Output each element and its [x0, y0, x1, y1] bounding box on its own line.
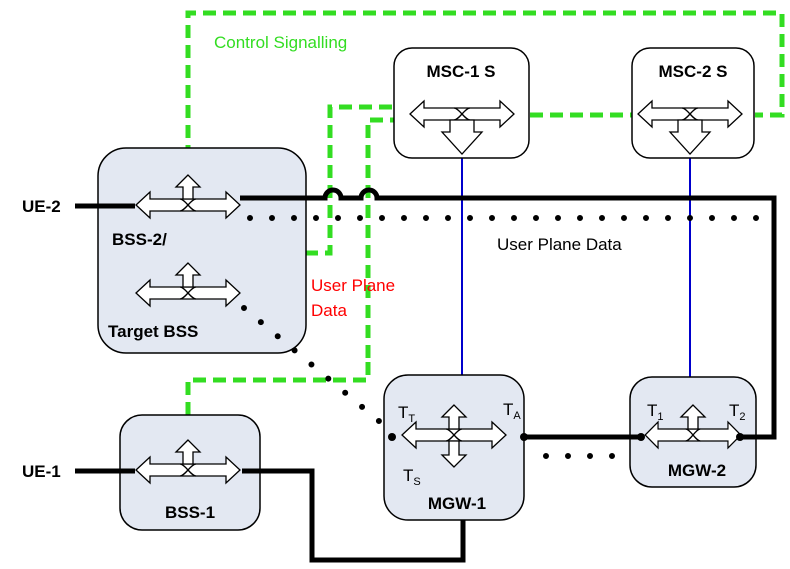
- bearer-links: [75, 187, 777, 563]
- control-link-bss1: [185, 358, 371, 415]
- bss1-label: BSS-1: [165, 503, 215, 522]
- msc-mgw-links: [461, 155, 691, 405]
- termination-t1: T1: [647, 401, 664, 423]
- ue1-label: UE-1: [22, 462, 61, 481]
- svg-text:TS: TS: [403, 466, 421, 488]
- msc2-label: MSC-2 S: [659, 62, 728, 81]
- ue2-label: UE-2: [22, 197, 61, 216]
- svg-text:T1: T1: [647, 401, 664, 423]
- mgw1-label: MGW-1: [428, 494, 486, 513]
- user-plane-dotted-paths: [241, 215, 773, 459]
- bss1-to-mgw1-link: [242, 468, 466, 563]
- user-plane-data-label: User Plane Data: [497, 235, 622, 254]
- mgw2-label: MGW-2: [668, 461, 726, 480]
- termination-ts: TS: [403, 466, 421, 488]
- termination-tt: TT: [398, 403, 415, 425]
- msc1-label: MSC-1 S: [427, 62, 496, 81]
- svg-text:TA: TA: [503, 400, 521, 422]
- bss2-label: BSS-2/: [112, 230, 167, 249]
- switch-icon-mgw1: [401, 404, 507, 468]
- user-plane-red-label-line2: Data: [311, 301, 347, 320]
- user-plane-red-label-line1: User Plane: [311, 276, 395, 295]
- bss2-to-mgw2-link: [240, 187, 777, 440]
- termination-ta: TA: [503, 400, 521, 422]
- switch-icon-msc2: [637, 100, 743, 155]
- termination-t2: T2: [729, 401, 746, 423]
- msc2-box: [631, 47, 755, 159]
- svg-text:TT: TT: [398, 403, 415, 425]
- junction-dots: [388, 433, 744, 441]
- control-link-bss2-top: [185, 10, 785, 158]
- svg-text:T2: T2: [729, 401, 746, 423]
- target-bss-label: Target BSS: [108, 322, 198, 341]
- switch-icon-msc1: [409, 100, 515, 155]
- control-signalling-label: Control Signalling: [214, 33, 347, 52]
- msc1-box: [393, 47, 530, 159]
- control-link-mgw1-msc1: [365, 117, 395, 358]
